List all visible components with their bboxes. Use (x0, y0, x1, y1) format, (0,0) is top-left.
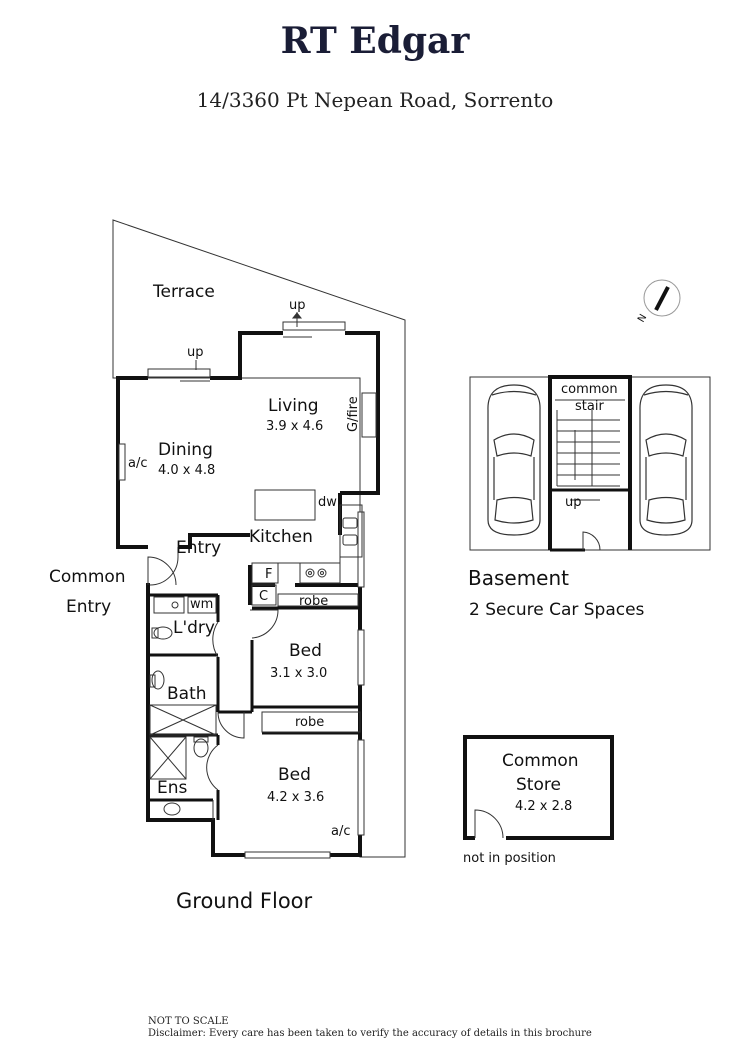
basement-plan (469, 375, 711, 552)
ensuite-label: Ens (157, 778, 188, 798)
washing-machine-label: wm (190, 597, 213, 612)
laundry-label: L'dry (173, 618, 215, 638)
disclaimer-text: Disclaimer: Every care has been taken to… (148, 1028, 592, 1039)
common-stair-label-1: common (561, 382, 618, 397)
robe-label-bed2: robe (295, 715, 324, 730)
ground-floor-heading: Ground Floor (176, 889, 313, 913)
basement-up-label: up (565, 495, 582, 510)
common-entry-label-1: Common (49, 567, 126, 587)
common-entry-label-2: Entry (66, 597, 111, 617)
not-in-position-note: not in position (463, 851, 556, 866)
gas-fire-label: G/fire (346, 396, 361, 432)
terrace-label: Terrace (152, 282, 215, 302)
basement-title: Basement (468, 566, 569, 590)
living-label: Living (268, 396, 319, 416)
robe-label-bed1: robe (299, 594, 328, 609)
wet-area-fittings (149, 596, 217, 816)
not-to-scale-note: NOT TO SCALE (148, 1016, 229, 1027)
up-label-terrace: up (289, 298, 306, 313)
compass-north-label: N (636, 313, 649, 325)
common-store-title-1: Common (502, 751, 579, 771)
cupboard-label: C (259, 589, 268, 604)
dining-dimensions: 4.0 x 4.8 (158, 463, 215, 478)
basement-subtitle: 2 Secure Car Spaces (469, 600, 645, 620)
bath-label: Bath (167, 684, 207, 704)
dining-label: Dining (158, 440, 213, 460)
compass-icon (643, 279, 681, 317)
kitchen-label: Kitchen (249, 527, 313, 547)
kitchen-fittings (251, 489, 363, 733)
common-store-title-2: Store (516, 775, 561, 795)
entry-label: Entry (176, 538, 221, 558)
car-left-icon (487, 384, 541, 536)
door-swings (147, 547, 279, 820)
up-label-dining: up (187, 345, 204, 360)
dishwasher-label: dw (318, 495, 337, 510)
living-dimensions: 3.9 x 4.6 (266, 419, 323, 434)
bed1-label: Bed (289, 641, 322, 661)
brand-title: RT Edgar (280, 20, 470, 62)
bed1-dimensions: 3.1 x 3.0 (270, 666, 327, 681)
fridge-label: F (265, 567, 272, 582)
up-arrows (195, 312, 303, 370)
common-stair-label-2: stair (575, 399, 604, 414)
bed2-dimensions: 4.2 x 3.6 (267, 790, 324, 805)
windows (118, 321, 377, 859)
common-store-dimensions: 4.2 x 2.8 (515, 799, 572, 814)
ac-bed2-label: a/c (331, 824, 351, 839)
car-right-icon (639, 384, 693, 536)
common-store-plan (463, 735, 614, 840)
bed2-label: Bed (278, 765, 311, 785)
property-address: 14/3360 Pt Nepean Road, Sorrento (196, 88, 554, 112)
ac-dining-label: a/c (128, 456, 148, 471)
